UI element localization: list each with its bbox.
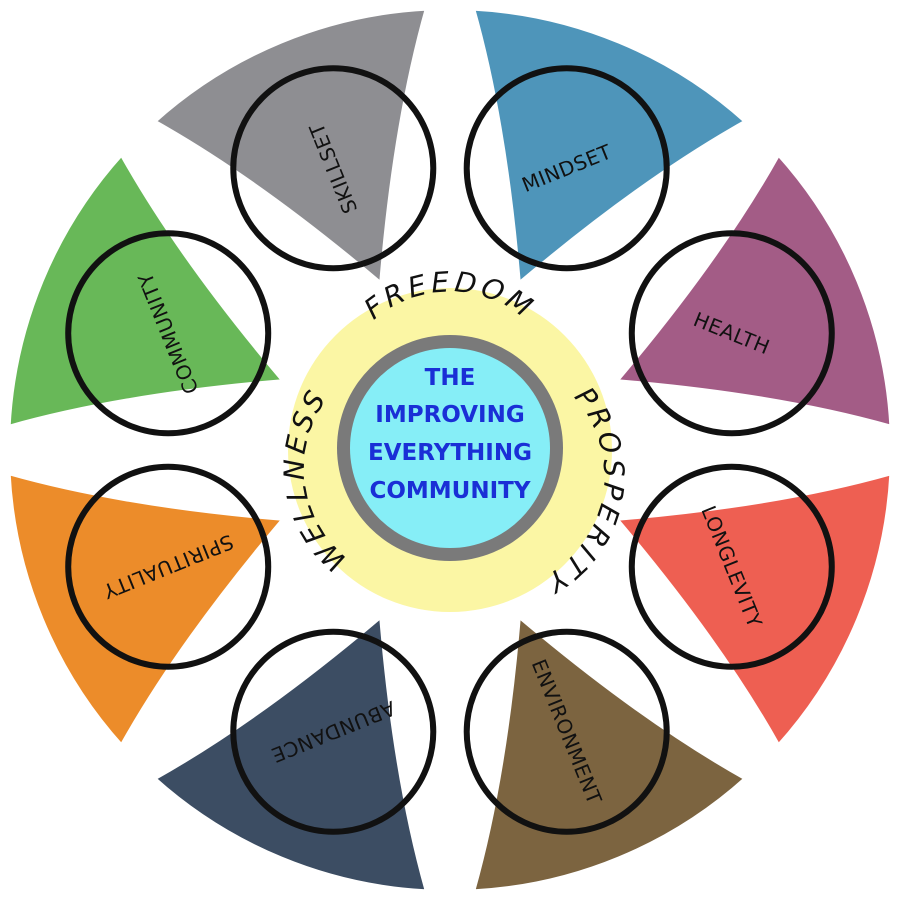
segment-circle [628, 230, 835, 437]
segment-shape [612, 150, 894, 430]
segment-shape [470, 612, 750, 894]
segment-environment: ENVIRONMENT [463, 612, 750, 894]
center-disc [350, 348, 550, 548]
segment-circle [463, 65, 670, 272]
center-line-4: COMMUNITY [369, 478, 530, 504]
segment-spirituality: SPIRITUALITY [6, 463, 288, 750]
segment-circle [463, 628, 670, 835]
segment-shape [150, 612, 430, 894]
segment-circle [628, 463, 835, 670]
segment-shape [612, 470, 894, 750]
center-line-3: EVERYTHING [368, 440, 532, 466]
segment-community: COMMUNITY [6, 150, 288, 437]
segment-abundance: ABUNDANCE [150, 612, 437, 894]
segment-shape [6, 470, 288, 750]
segment-skillset: SKILLSET [150, 6, 437, 288]
segment-circle [230, 628, 437, 835]
segment-shape [6, 150, 288, 430]
segment-circle [230, 65, 437, 272]
segment-mindset: MINDSET [463, 6, 750, 288]
segment-circle [65, 463, 272, 670]
segment-shape [470, 6, 750, 288]
segments-layer: MINDSETHEALTHLONGLEVITYENVIRONMENTABUNDA… [6, 6, 894, 894]
segment-circle [65, 230, 272, 437]
segment-shape [150, 6, 430, 288]
segment-longlevity: LONGLEVITY [612, 463, 894, 750]
center-line-1: THE [425, 365, 476, 391]
center-line-2: IMPROVING [375, 402, 524, 428]
segment-health: HEALTH [612, 150, 894, 437]
